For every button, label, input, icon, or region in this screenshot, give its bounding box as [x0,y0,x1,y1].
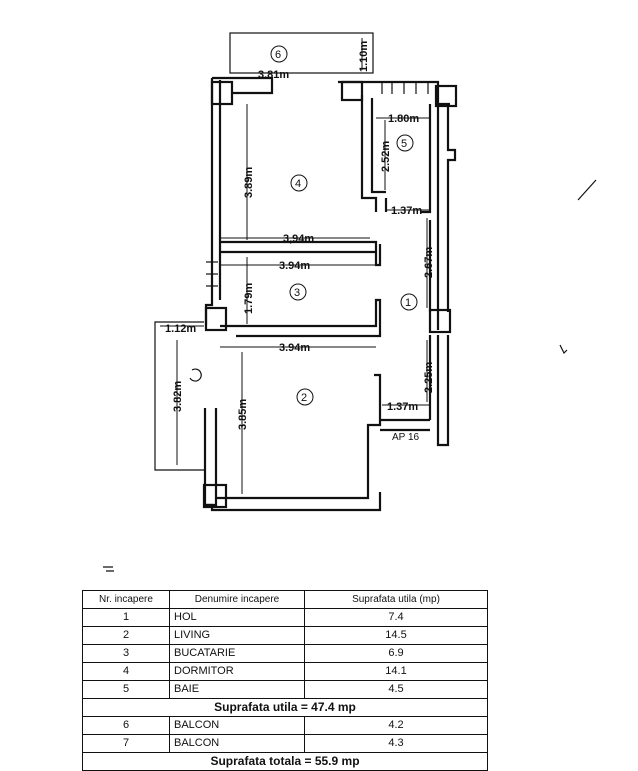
balcony-6 [229,32,374,74]
table-row: 6 BALCON 4.2 [82,716,488,735]
room-7-marker [189,368,202,382]
cell-name: HOL [169,608,305,627]
dim-balcony7-depth: 3.82m [172,381,184,412]
room-2-number: 2 [301,392,307,404]
cell-name: DORMITOR [169,662,305,681]
dim-balcony7-width: 1.12m [165,323,196,335]
dim-bedroom-width: 3,94m [283,233,314,245]
useful-total-row: Suprafata utila = 47.4 mp [82,698,488,717]
cell-nr: 2 [82,626,170,645]
room-1-number: 1 [405,297,411,309]
table-header-row: Nr. incapere Denumire incapere Suprafata… [82,590,488,609]
room-3-number: 3 [294,287,300,299]
dim-living-depth: 3.85m [237,399,249,430]
window-marks [206,82,429,287]
col-header-area: Suprafata utila (mp) [304,590,488,609]
table-row: 2 LIVING 14.5 [82,626,488,645]
cell-area: 4.3 [304,734,488,753]
cell-nr: 1 [82,608,170,627]
useful-total: Suprafata utila = 47.4 mp [82,698,488,717]
cell-name: BUCATARIE [169,644,305,663]
floor-plan: 3.81m 1.10m 1.80m 2.52m 1.37m 3.89m 3,94… [103,32,597,572]
dim-bath-width: 1.80m [388,113,419,125]
dim-bath-door: 1.37m [391,205,422,217]
cell-area: 4.2 [304,716,488,735]
dimension-labels: 3.81m 1.10m 1.80m 2.52m 1.37m 3.89m 3,94… [165,41,435,430]
cell-name: BAIE [169,680,305,699]
dim-balcony-depth: 1.10m [358,41,370,72]
cell-area: 7.4 [304,608,488,627]
table-row: 5 BAIE 4.5 [82,680,488,699]
cell-area: 6.9 [304,644,488,663]
grand-total: Suprafata totala = 55.9 mp [82,752,488,771]
cell-name: BALCON [169,734,305,753]
cell-nr: 7 [82,734,170,753]
cell-nr: 5 [82,680,170,699]
room-area-table: Nr. incapere Denumire incapere Suprafata… [82,590,488,771]
cell-nr: 3 [82,644,170,663]
grand-total-row: Suprafata totala = 55.9 mp [82,752,488,771]
dimension-lines [160,38,430,494]
col-header-nr: Nr. incapere [82,590,170,609]
cell-name: LIVING [169,626,305,645]
dim-hall-door: 1.37m [387,401,418,413]
dim-hall-lower: 2.25m [423,362,435,393]
dim-kitchen-depth: 1.79m [243,283,255,314]
scan-marks [103,179,597,572]
dim-kitchen-bottom: 3.94m [279,342,310,354]
room-6-number: 6 [275,49,281,61]
table-row: 7 BALCON 4.3 [82,734,488,753]
cell-nr: 6 [82,716,170,735]
table-row: 3 BUCATARIE 6.9 [82,644,488,663]
cell-area: 4.5 [304,680,488,699]
columns [202,80,458,509]
col-header-name: Denumire incapere [169,590,305,609]
cell-area: 14.1 [304,662,488,681]
dim-bath-depth: 2.52m [380,141,392,172]
room-4-number: 4 [295,178,301,190]
dim-bedroom-depth: 3.89m [243,167,255,198]
dim-kitchen-top: 3.94m [279,260,310,272]
apartment-walls [203,76,457,512]
table-row: 1 HOL 7.4 [82,608,488,627]
dim-hall-upper: 2.67m [423,247,435,278]
room-markers: 1 2 3 4 5 6 [189,45,418,406]
room-5-number: 5 [401,138,407,150]
dim-balcony-width: 3.81m [258,69,289,81]
balcony-7 [154,321,204,471]
cell-area: 14.5 [304,626,488,645]
cell-nr: 4 [82,662,170,681]
table-row: 4 DORMITOR 14.1 [82,662,488,681]
apartment-label: AP 16 [392,432,419,443]
cell-name: BALCON [169,716,305,735]
